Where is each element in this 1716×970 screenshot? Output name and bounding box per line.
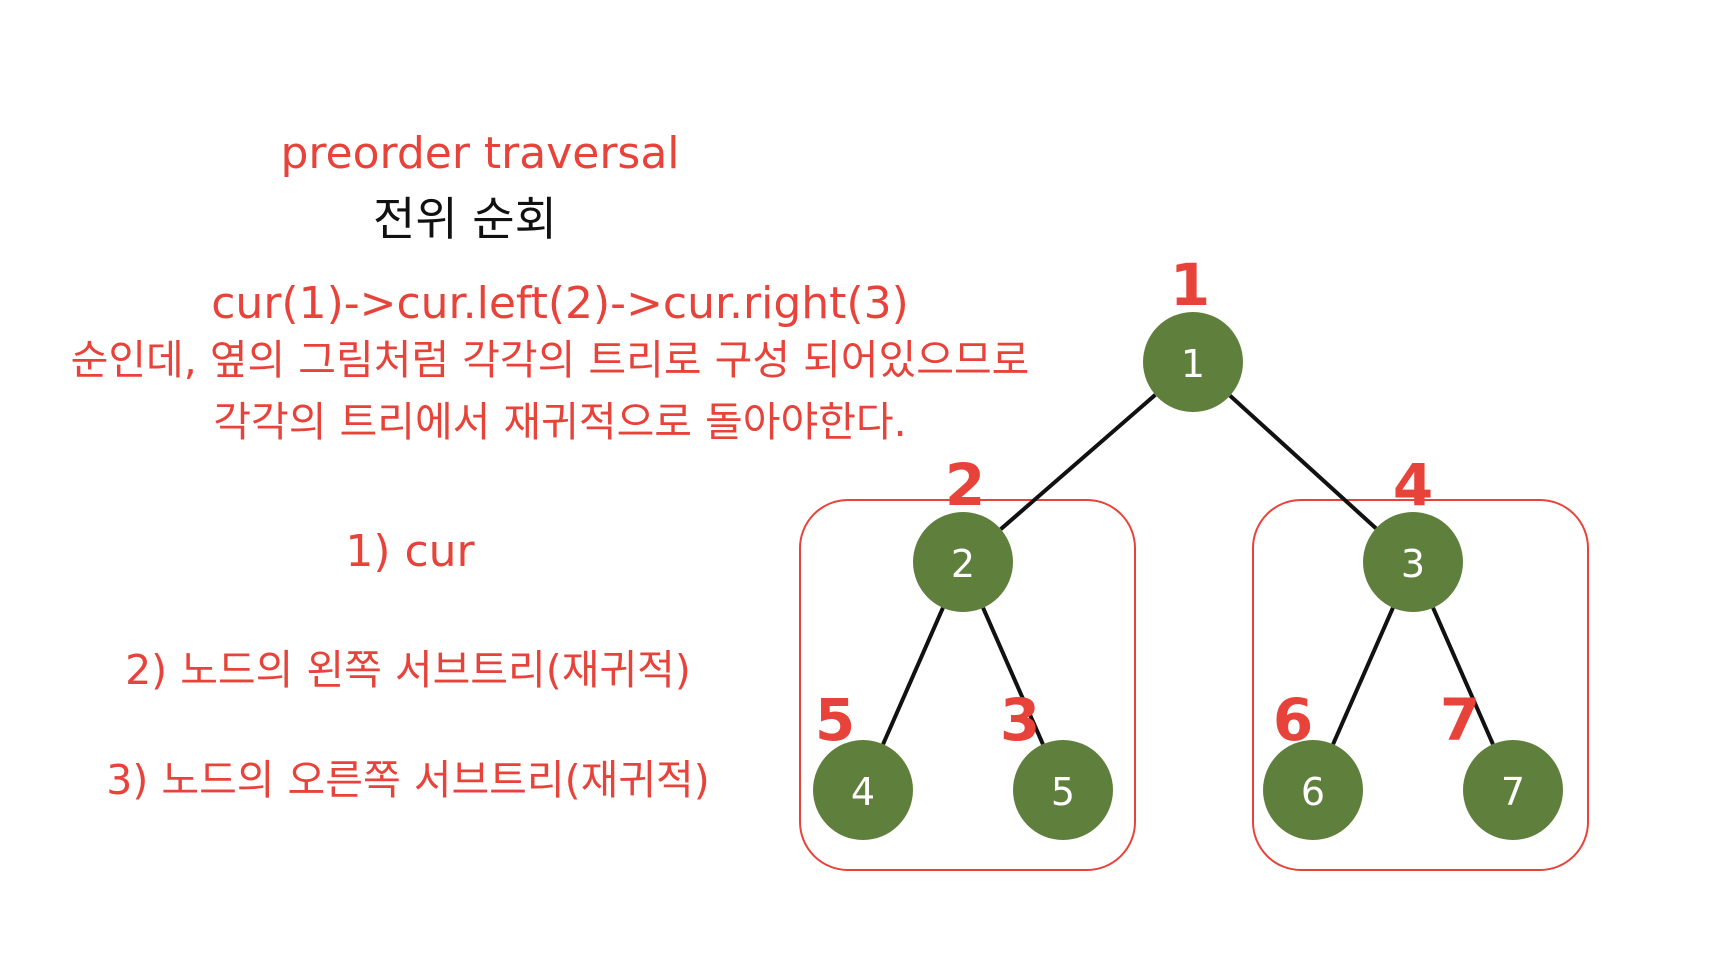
node-circle-4 [813,740,913,840]
visit-order-labels: 1 2 5 3 4 6 7 [815,251,1480,754]
node-label-7: 7 [1501,770,1525,814]
traversal-order-line: cur(1)->cur.left(2)->cur.right(3) [211,278,909,329]
node-circle-3 [1363,512,1463,612]
step-1: 1) cur [345,526,475,577]
edge-1-3 [1228,394,1378,530]
tree-node-7: 7 [1463,740,1563,840]
node-circle-7 [1463,740,1563,840]
tree-nodes: 1 2 3 4 5 6 7 [813,312,1563,840]
node-label-2: 2 [951,542,975,586]
visit-order-label-6: 6 [1273,686,1313,754]
description-line-1: 순인데, 옆의 그림처럼 각각의 트리로 구성 되어있으므로 [70,336,1030,384]
node-circle-1 [1143,312,1243,412]
subtree-box-3 [1252,499,1589,871]
visit-order-label-5: 4 [1393,451,1433,519]
edge-3-6 [1331,606,1395,746]
tree-node-5: 5 [1013,740,1113,840]
title-korean: 전위 순회 [373,192,557,246]
node-label-6: 6 [1301,770,1325,814]
visit-order-label-4: 3 [1000,686,1040,754]
visit-order-label-1: 1 [1170,251,1210,319]
visit-order-label-7: 7 [1440,686,1480,754]
tree-node-1: 1 [1143,312,1243,412]
node-label-4: 4 [851,770,875,814]
step-3: 3) 노드의 오른쪽 서브트리(재귀적) [106,756,710,804]
edge-1-2 [999,393,1157,531]
tree-node-4: 4 [813,740,913,840]
subtree-boxes [799,499,1589,871]
title-english: preorder traversal [280,128,680,179]
tree-edges [881,393,1495,746]
description-line-2: 각각의 트리에서 재귀적으로 돌아야한다. [213,398,907,446]
tree-node-6: 6 [1263,740,1363,840]
edge-3-7 [1431,606,1495,746]
visit-order-label-2: 2 [945,451,985,519]
node-label-1: 1 [1181,342,1205,386]
tree-node-2: 2 [913,512,1013,612]
node-label-3: 3 [1401,542,1425,586]
node-circle-5 [1013,740,1113,840]
edge-2-4 [881,606,945,746]
subtree-box-2 [799,499,1136,871]
node-circle-2 [913,512,1013,612]
node-circle-6 [1263,740,1363,840]
visit-order-label-3: 5 [815,686,855,754]
node-label-5: 5 [1051,770,1075,814]
tree-node-3: 3 [1363,512,1463,612]
edge-2-5 [981,606,1045,746]
step-2: 2) 노드의 왼쪽 서브트리(재귀적) [125,646,691,694]
